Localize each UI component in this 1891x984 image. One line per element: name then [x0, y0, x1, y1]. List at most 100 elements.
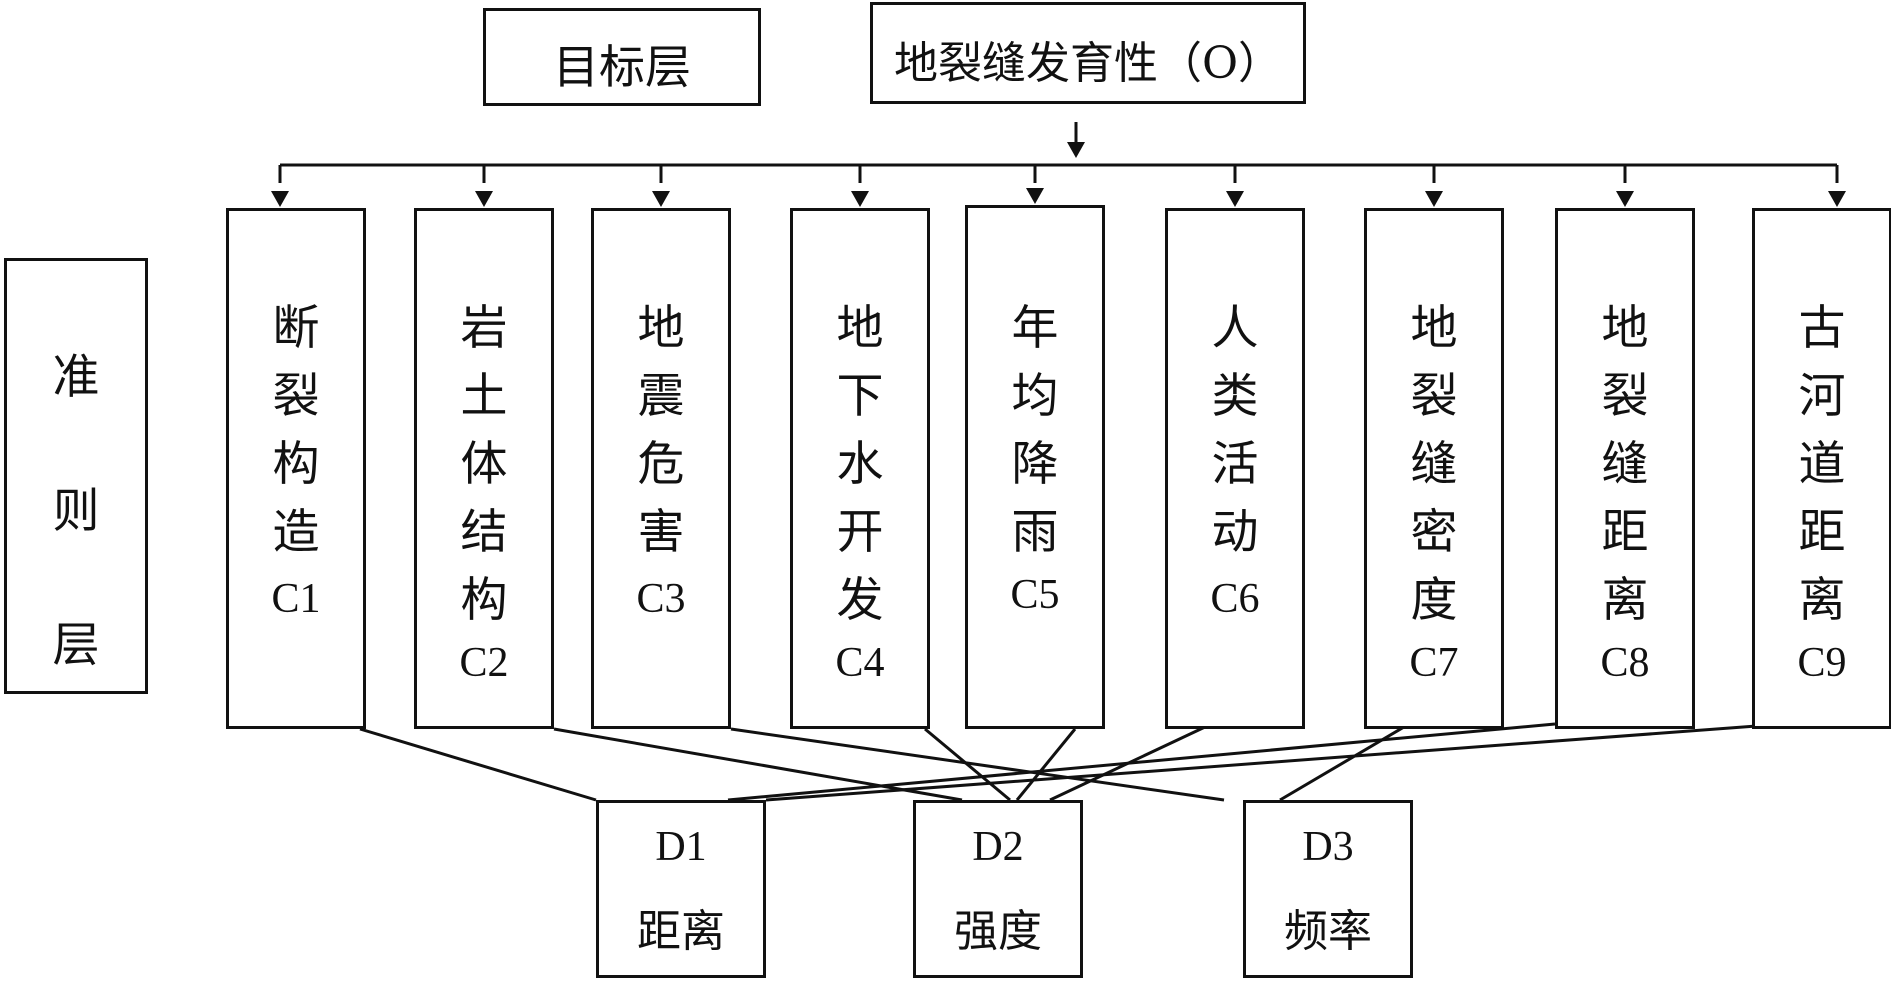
- criteria-layer-box: 准 则 层: [4, 258, 148, 694]
- criteria-char: 动: [1211, 505, 1259, 560]
- criteria-code: C7: [1409, 640, 1459, 686]
- criteria-char: 危: [637, 437, 685, 492]
- criteria-char: 地: [836, 301, 884, 356]
- goal-box: 地裂缝发育性（O）: [870, 2, 1306, 104]
- criteria-char: 开: [836, 505, 884, 560]
- criteria-char: 害: [637, 505, 685, 560]
- criteria-arrow-icon: [1026, 188, 1044, 204]
- criteria-label: 地裂缝距离: [1558, 295, 1692, 635]
- criteria-code: C5: [1010, 572, 1060, 618]
- criteria-char: 活: [1211, 437, 1259, 492]
- goal-label: 地裂缝发育性（O）: [893, 38, 1283, 89]
- criteria-char: 均: [1011, 369, 1059, 424]
- criteria-char: 水: [836, 437, 884, 492]
- criteria-arrow-icon: [652, 191, 670, 207]
- criteria-char: 度: [1410, 573, 1458, 628]
- criteria-char: 年: [1011, 301, 1059, 356]
- criteria-indicator-links: [359, 722, 1771, 802]
- indicator-code: D2: [972, 824, 1024, 870]
- link-c4-d2: [924, 727, 1011, 802]
- link-c5-d2: [1015, 728, 1077, 801]
- criteria-label: 地震危害: [594, 295, 728, 567]
- criteria-char: 断: [272, 301, 320, 356]
- criteria-code: C6: [1210, 576, 1260, 622]
- criteria-box-c6: 人类活动 C6: [1165, 208, 1305, 729]
- link-c7-d3: [1279, 725, 1405, 802]
- criteria-char: 震: [637, 369, 685, 424]
- criteria-char: 雨: [1011, 505, 1059, 560]
- link-c1-d1: [359, 727, 597, 802]
- criteria-char: 地: [1601, 301, 1649, 356]
- criteria-label: 人类活动: [1168, 295, 1302, 567]
- criteria-char: 下: [836, 369, 884, 424]
- indicator-name: 频率: [1284, 906, 1372, 957]
- criteria-code: C2: [459, 640, 509, 686]
- criteria-char: 构: [460, 573, 508, 628]
- criteria-box-c7: 地裂缝密度 C7: [1364, 208, 1504, 729]
- criteria-code: C4: [835, 640, 885, 686]
- indicator-box-d3: D3 频率: [1243, 800, 1413, 978]
- criteria-box-c5: 年均降雨 C5: [965, 205, 1105, 729]
- criteria-layer-char: 则: [52, 484, 100, 539]
- criteria-char: 缝: [1410, 437, 1458, 492]
- criteria-char: 结: [460, 505, 508, 560]
- criteria-code: C1: [271, 576, 321, 622]
- criteria-label: 年均降雨: [968, 295, 1102, 567]
- target-layer-label: 目标层: [553, 40, 691, 94]
- criteria-char: 发: [836, 573, 884, 628]
- criteria-char: 距: [1601, 505, 1649, 560]
- criteria-label: 地裂缝密度: [1367, 295, 1501, 635]
- criteria-char: 裂: [1410, 369, 1458, 424]
- target-layer-box: 目标层: [483, 8, 761, 106]
- criteria-char: 古: [1798, 301, 1846, 356]
- link-c8-d1: [727, 722, 1556, 802]
- criteria-code: C3: [636, 576, 686, 622]
- criteria-arrow-icon: [851, 191, 869, 207]
- criteria-char: 类: [1211, 369, 1259, 424]
- criteria-arrow-icon: [1425, 191, 1443, 207]
- indicator-code: D3: [1302, 824, 1354, 870]
- indicator-box-d1: D1 距离: [596, 800, 766, 978]
- goal-arrow-icon: [1067, 142, 1085, 158]
- criteria-box-c2: 岩土体结构 C2: [414, 208, 554, 729]
- criteria-char: 离: [1798, 573, 1846, 628]
- criteria-char: 体: [460, 437, 508, 492]
- criteria-char: 密: [1410, 505, 1458, 560]
- criteria-char: 造: [272, 505, 320, 560]
- criteria-arrow-icon: [475, 191, 493, 207]
- criteria-char: 离: [1601, 573, 1649, 628]
- criteria-box-c8: 地裂缝距离 C8: [1555, 208, 1695, 729]
- criteria-label: 地下水开发: [793, 295, 927, 635]
- indicator-name: 强度: [954, 906, 1042, 957]
- link-c2-d2: [553, 727, 963, 802]
- criteria-layer-char: 准: [52, 350, 100, 405]
- criteria-arrow-icon: [271, 191, 289, 207]
- criteria-box-c3: 地震危害 C3: [591, 208, 731, 729]
- criteria-layer-char: 层: [52, 618, 100, 673]
- criteria-char: 裂: [1601, 369, 1649, 424]
- criteria-char: 距: [1798, 505, 1846, 560]
- criteria-char: 地: [637, 301, 685, 356]
- criteria-box-c1: 断裂构造 C1: [226, 208, 366, 729]
- criteria-char: 地: [1410, 301, 1458, 356]
- criteria-char: 岩: [460, 301, 508, 356]
- criteria-box-c9: 古河道距离 C9: [1752, 208, 1891, 729]
- criteria-char: 人: [1211, 301, 1259, 356]
- indicator-code: D1: [655, 824, 707, 870]
- criteria-label: 岩土体结构: [417, 295, 551, 635]
- criteria-arrow-icon: [1616, 191, 1634, 207]
- criteria-label: 断裂构造: [229, 295, 363, 567]
- criteria-label: 古河道距离: [1755, 295, 1889, 635]
- criteria-box-c4: 地下水开发 C4: [790, 208, 930, 729]
- criteria-arrow-icon: [1828, 191, 1846, 207]
- criteria-char: 降: [1011, 437, 1059, 492]
- hierarchy-arrows: [271, 122, 1846, 207]
- link-c9-d1: [765, 723, 1771, 802]
- criteria-arrow-icon: [1226, 191, 1244, 207]
- indicator-box-d2: D2 强度: [913, 800, 1083, 978]
- link-c3-d3: [730, 727, 1225, 802]
- criteria-code: C9: [1797, 640, 1847, 686]
- indicator-name: 距离: [637, 906, 725, 957]
- criteria-code: C8: [1600, 640, 1650, 686]
- criteria-layer-label: 准 则 层: [7, 311, 145, 713]
